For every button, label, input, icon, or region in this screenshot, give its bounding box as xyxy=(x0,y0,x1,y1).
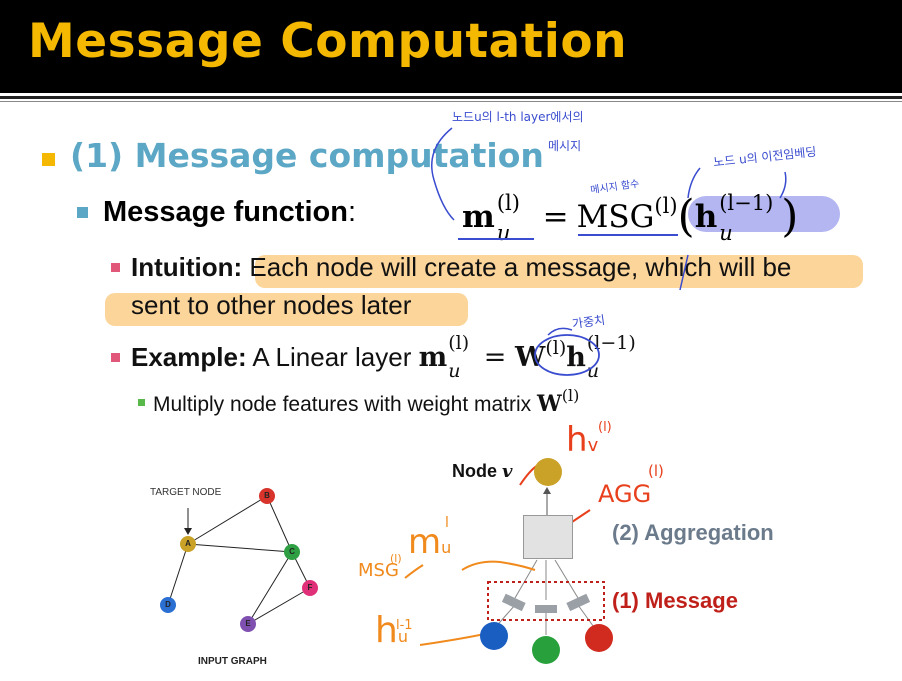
hand-mu-m: m xyxy=(408,522,442,562)
hand-hv-sub: v xyxy=(587,435,599,456)
aggregation-label: (2) Aggregation xyxy=(612,520,774,545)
title-divider xyxy=(0,96,902,99)
title-bar xyxy=(0,0,902,93)
formula-highlight xyxy=(688,196,840,232)
formula-h: h xyxy=(694,199,718,235)
highlight-2 xyxy=(105,293,468,326)
hand-hv-h: h xyxy=(566,420,588,460)
neighbor-node-green xyxy=(532,636,560,664)
colon: : xyxy=(347,196,356,228)
formula-m: m xyxy=(462,199,495,235)
multiply-w: W xyxy=(537,391,562,417)
example-h: h xyxy=(566,342,586,373)
example-label: Example: xyxy=(131,342,247,372)
highlight-1 xyxy=(255,255,863,288)
formula-msg-sup: (l) xyxy=(654,194,678,218)
hand-mu-sub: u xyxy=(441,538,452,557)
hand-hu-sup: l-1 xyxy=(396,618,413,633)
underline-m xyxy=(458,238,534,240)
bullet-square-icon xyxy=(77,207,88,218)
slide-title: Message Computation xyxy=(28,14,628,69)
aggregation-box xyxy=(523,515,573,559)
example-m: m xyxy=(418,342,448,373)
multiply-line: Multiply node features with weight matri… xyxy=(153,386,579,417)
neighbor-node-blue xyxy=(480,622,508,650)
hand-msg: MSG xyxy=(358,560,399,581)
bullet-square-icon xyxy=(138,399,145,406)
intuition-label: Intuition: xyxy=(131,252,243,282)
multiply-text: Multiply node features with weight matri… xyxy=(153,393,532,416)
example-equals: = xyxy=(483,342,507,373)
example-line: Example: A Linear layer m(l)u = W(l)h(l−… xyxy=(131,332,640,382)
hand-mu-sup: l xyxy=(445,515,449,531)
hand-mu: mu xyxy=(408,522,451,562)
node-v-label: Node v xyxy=(452,461,512,482)
hand-hu-h: h xyxy=(375,610,398,651)
hand-hu-sub: u xyxy=(397,627,408,646)
target-node-v xyxy=(534,458,562,486)
hand-hu: hu xyxy=(375,610,408,651)
formula-equals: = xyxy=(542,199,569,235)
message-function-line: Message function: xyxy=(103,196,356,229)
input-graph-caption: INPUT GRAPH xyxy=(198,656,267,667)
neighbor-node-red xyxy=(585,624,613,652)
target-node-label: TARGET NODE xyxy=(150,487,222,498)
example-h-sup: (l−1) xyxy=(586,332,636,354)
paren-close: ) xyxy=(781,191,799,242)
example-m-sup: (l) xyxy=(448,332,470,354)
note-top-2: 메시지 xyxy=(548,139,582,153)
example-text: A Linear layer xyxy=(252,342,412,372)
formula-h-sup: (l−1) xyxy=(719,191,774,215)
message-function-label: Message function xyxy=(103,196,348,228)
example-m-sub: u xyxy=(448,360,461,382)
graph-node-f: F xyxy=(302,580,318,596)
example-w: W xyxy=(515,342,546,373)
example-w-sup: (l) xyxy=(545,337,567,359)
intuition-line-2: sent to other nodes later xyxy=(131,290,412,320)
underline-msg xyxy=(578,234,678,236)
hand-hv-sup: (l) xyxy=(598,420,612,435)
message-label: (1) Message xyxy=(612,588,738,613)
hand-agg-sup: (l) xyxy=(648,462,664,480)
node-var: v xyxy=(502,461,513,482)
title-divider-thin xyxy=(0,101,902,102)
formula-msg: MSG xyxy=(576,199,655,235)
graph-node-c: C xyxy=(284,544,300,560)
graph-node-d: D xyxy=(160,597,176,613)
heading-message-computation: (1) Message computation xyxy=(70,136,544,175)
example-h-sub: u xyxy=(586,360,600,382)
graph-node-e: E xyxy=(240,616,256,632)
message-formula: m(l)u =MSG(l)(h(l−1)u) xyxy=(462,187,798,245)
node-label: Node xyxy=(452,461,497,481)
hand-hv: hv xyxy=(566,420,598,460)
bullet-square-icon xyxy=(42,153,55,166)
bullet-square-icon xyxy=(111,263,120,272)
formula-sup: (l) xyxy=(496,191,520,215)
multiply-w-sup: (l) xyxy=(561,386,580,405)
bullet-square-icon xyxy=(111,353,120,362)
intuition-line-1: Intuition: Each node will create a messa… xyxy=(131,252,791,283)
note-top-1: 노드u의 l-th layer에서의 xyxy=(452,110,584,124)
formula-h-sub: u xyxy=(719,221,733,245)
hand-msg-sup: (l) xyxy=(390,552,402,565)
intuition-text-1: Each node will create a message, which w… xyxy=(249,252,792,282)
paren-open: ( xyxy=(677,191,695,242)
graph-node-a: A xyxy=(180,536,196,552)
hand-agg: AGG xyxy=(598,480,652,508)
graph-node-b: B xyxy=(259,488,275,504)
